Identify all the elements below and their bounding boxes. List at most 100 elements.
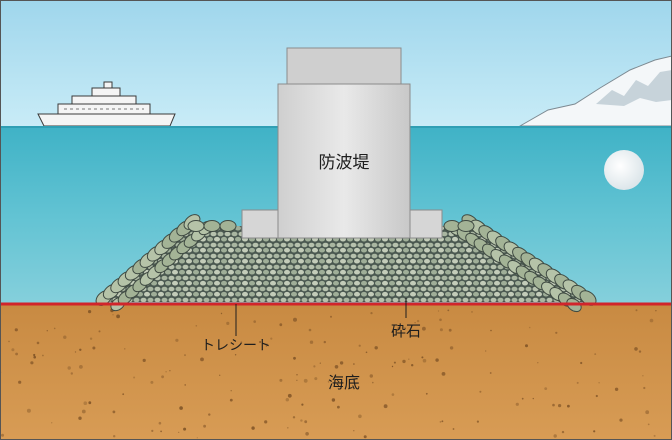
soil-grain	[334, 365, 339, 369]
caisson-footing-right	[407, 209, 443, 239]
soil-grain	[314, 377, 318, 381]
soil-grain	[184, 384, 186, 386]
soil-grain	[553, 434, 557, 438]
soil-grain	[408, 358, 410, 360]
soil-grain	[26, 408, 31, 413]
soil-grain	[471, 311, 473, 313]
soil-grain	[74, 351, 77, 353]
soil-grain	[363, 435, 367, 439]
breakwater-caisson	[277, 83, 411, 239]
soil-grain	[391, 365, 394, 368]
soil-grain	[402, 359, 406, 364]
breakwater-label: 防波堤	[319, 153, 370, 173]
soil-grain	[33, 353, 36, 357]
soil-grain	[78, 416, 82, 420]
soil-grain	[414, 322, 416, 324]
soil-grain	[452, 428, 455, 430]
soil-grain	[643, 386, 646, 390]
soil-grain	[331, 398, 336, 402]
soil-grain	[515, 402, 519, 406]
soil-grain	[448, 328, 452, 332]
soil-grain	[393, 361, 396, 364]
soil-grain	[645, 410, 650, 415]
soil-grain	[33, 355, 36, 359]
soil-grain	[259, 341, 262, 343]
soil-grain	[81, 409, 86, 414]
armor-stone	[203, 220, 221, 232]
soil-grain	[447, 309, 450, 312]
soil-grain	[178, 431, 180, 433]
soil-grain	[226, 321, 230, 325]
soil-grain	[353, 363, 355, 365]
caisson-footing-left	[241, 209, 281, 239]
soil-grain	[598, 382, 600, 384]
soil-grain	[46, 330, 48, 332]
buoy-icon	[604, 150, 644, 190]
soil-grain	[70, 372, 74, 375]
soil-grain	[88, 310, 92, 314]
soil-grain	[411, 364, 414, 367]
soil-grain	[42, 354, 44, 357]
soil-grain	[561, 430, 565, 434]
soil-grain	[358, 414, 362, 419]
soil-grain	[313, 365, 316, 368]
soil-grain	[133, 376, 136, 379]
soil-grain	[293, 356, 296, 360]
soil-grain	[160, 430, 163, 433]
soil-grain	[391, 393, 395, 396]
soil-grain	[304, 420, 308, 424]
soil-grain	[15, 352, 18, 356]
soil-grain	[296, 379, 298, 381]
soil-grain	[634, 347, 638, 351]
soil-grain	[240, 341, 243, 343]
soil-grain	[14, 328, 18, 332]
soil-grain	[293, 317, 297, 322]
soil-grain	[279, 378, 283, 382]
soil-grain	[555, 331, 558, 334]
soil-grain	[374, 346, 378, 350]
soil-grain	[53, 327, 56, 330]
soil-grain	[449, 346, 454, 350]
soil-grain	[303, 378, 308, 383]
soil-grain	[594, 353, 597, 355]
soil-grain	[614, 387, 619, 391]
soil-grain	[285, 398, 289, 402]
soil-grain	[544, 387, 548, 390]
soil-grain	[18, 380, 22, 384]
soil-grain	[287, 427, 289, 429]
soil-grain	[439, 318, 442, 322]
soil-grain	[89, 337, 93, 340]
soil-grain	[150, 380, 154, 384]
soil-grain	[36, 341, 40, 345]
soil-grain	[253, 320, 256, 323]
soil-grain	[435, 358, 439, 362]
soil-grain	[124, 348, 126, 350]
soil-grain	[219, 374, 221, 376]
soil-grain	[521, 397, 524, 400]
soil-grain	[532, 397, 534, 400]
soil-grain	[528, 326, 531, 329]
soil-grain	[441, 372, 446, 376]
soil-grain	[439, 421, 442, 423]
soil-grain	[234, 354, 237, 356]
soil-grain	[653, 434, 656, 437]
soil-grain	[422, 358, 427, 363]
soil-grain	[441, 420, 444, 423]
soil-grain	[98, 330, 101, 333]
soil-grain	[88, 401, 92, 405]
soil-grain	[79, 365, 83, 369]
soil-grain	[158, 421, 162, 425]
armor-stones	[95, 214, 597, 313]
armor-stone	[187, 220, 205, 232]
soil-grain	[330, 315, 332, 318]
soil-grain	[200, 357, 204, 362]
soil-grain	[184, 354, 186, 357]
soil-grain	[292, 416, 296, 419]
soil-grain	[647, 423, 650, 426]
soil-grain	[593, 430, 596, 433]
soil-grain	[576, 381, 579, 384]
soil-grain	[151, 429, 154, 432]
crushed-stone-mound	[100, 226, 592, 302]
